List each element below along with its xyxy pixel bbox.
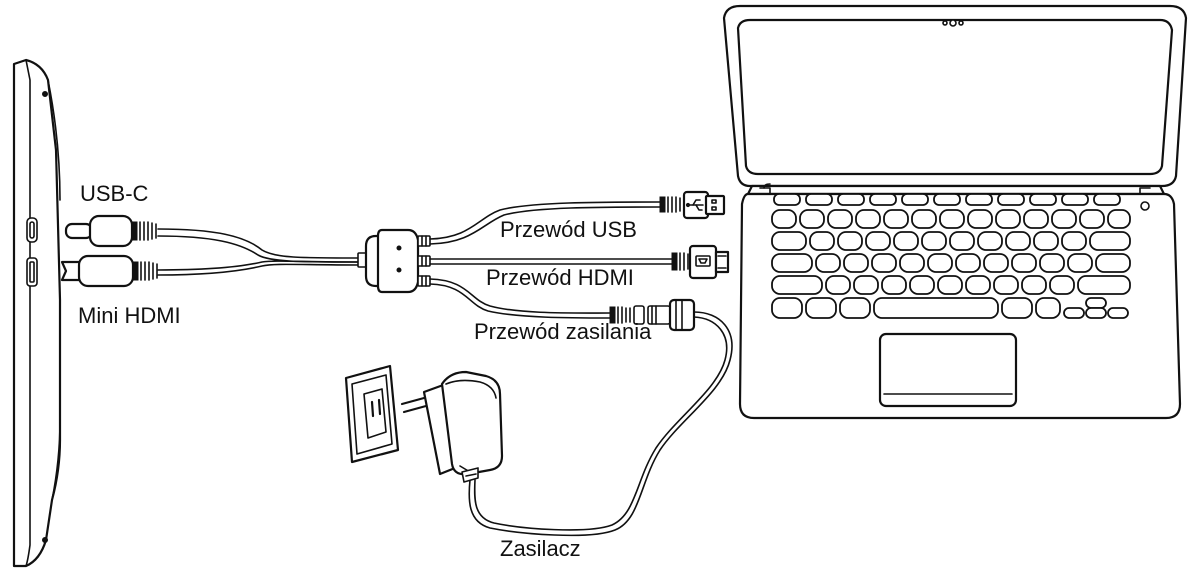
usb-cable-label: Przewód USB [500, 217, 637, 242]
power-led-icon [1140, 201, 1150, 211]
hdmi-cable [429, 244, 730, 280]
keyboard [771, 193, 1131, 319]
usb-icon [685, 199, 704, 211]
splitter-hub [364, 228, 431, 294]
power-cable [429, 278, 733, 537]
mini-hdmi-plug [60, 254, 158, 288]
laptop [722, 4, 1188, 420]
usb-c-plug [64, 214, 157, 248]
pen-display [12, 58, 62, 568]
usb-c-label: USB-C [80, 181, 149, 206]
power-adapter-label: Zasilacz [500, 536, 581, 561]
usb-cable [429, 190, 726, 245]
hdmi-cable-label: Przewód HDMI [486, 265, 634, 290]
trackpad [878, 332, 1018, 408]
power-cable-label: Przewód zasilania [474, 319, 652, 344]
wall-socket [344, 364, 400, 464]
webcam-icon [949, 19, 957, 27]
power-adapter [400, 370, 504, 483]
left-cables [157, 228, 367, 276]
mini-hdmi-label: Mini HDMI [78, 303, 181, 328]
hdmi-icon [695, 255, 711, 267]
